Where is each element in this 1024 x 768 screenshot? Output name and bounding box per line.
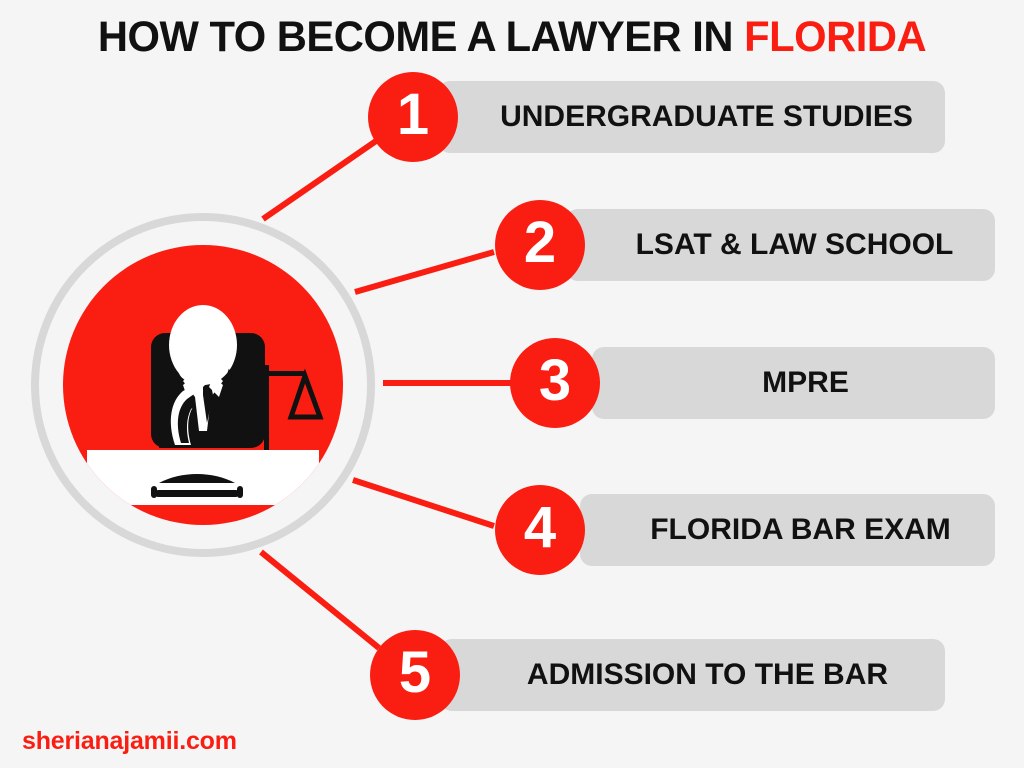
step-5-badge[interactable]: 5 [370, 630, 460, 720]
hub-outer-ring [31, 213, 375, 557]
step-2-number: 2 [523, 210, 557, 275]
step-3-number: 3 [538, 348, 572, 413]
hub-red-disc [63, 245, 343, 525]
page-title: HOW TO BECOME A LAWYER IN FLORIDA [15, 12, 1008, 62]
step-3-label: MPRE [762, 366, 849, 399]
site-watermark[interactable]: sherianajamii.com [22, 727, 237, 755]
step-1-label: UNDERGRADUATE STUDIES [500, 100, 913, 133]
step-2-label: LSAT & LAW SCHOOL [635, 228, 954, 261]
step-2-pill[interactable]: LSAT & LAW SCHOOL [566, 209, 995, 281]
step-4-label: FLORIDA BAR EXAM [650, 513, 951, 546]
step-4-badge[interactable]: 4 [495, 485, 585, 575]
step-5-label: ADMISSION TO THE BAR [526, 658, 889, 691]
page-title-accent: FLORIDA [744, 13, 927, 61]
step-4-number: 4 [523, 495, 557, 560]
step-3-badge[interactable]: 3 [510, 338, 600, 428]
step-3-pill[interactable]: MPRE [592, 347, 995, 419]
judge-illustration-icon [87, 305, 324, 505]
page-title-main: HOW TO BECOME A LAWYER IN [97, 13, 745, 61]
step-5-pill[interactable]: ADMISSION TO THE BAR [440, 639, 945, 711]
step-1-badge[interactable]: 1 [368, 72, 458, 162]
step-1-number: 1 [396, 82, 430, 147]
step-1-pill[interactable]: UNDERGRADUATE STUDIES [438, 81, 945, 153]
connector-line-2 [354, 249, 495, 295]
connector-line-5 [259, 549, 381, 651]
connector-line-1 [261, 138, 378, 222]
step-4-pill[interactable]: FLORIDA BAR EXAM [580, 494, 995, 566]
step-2-badge[interactable]: 2 [495, 200, 585, 290]
connector-line-4 [352, 477, 495, 529]
step-5-number: 5 [398, 640, 432, 705]
